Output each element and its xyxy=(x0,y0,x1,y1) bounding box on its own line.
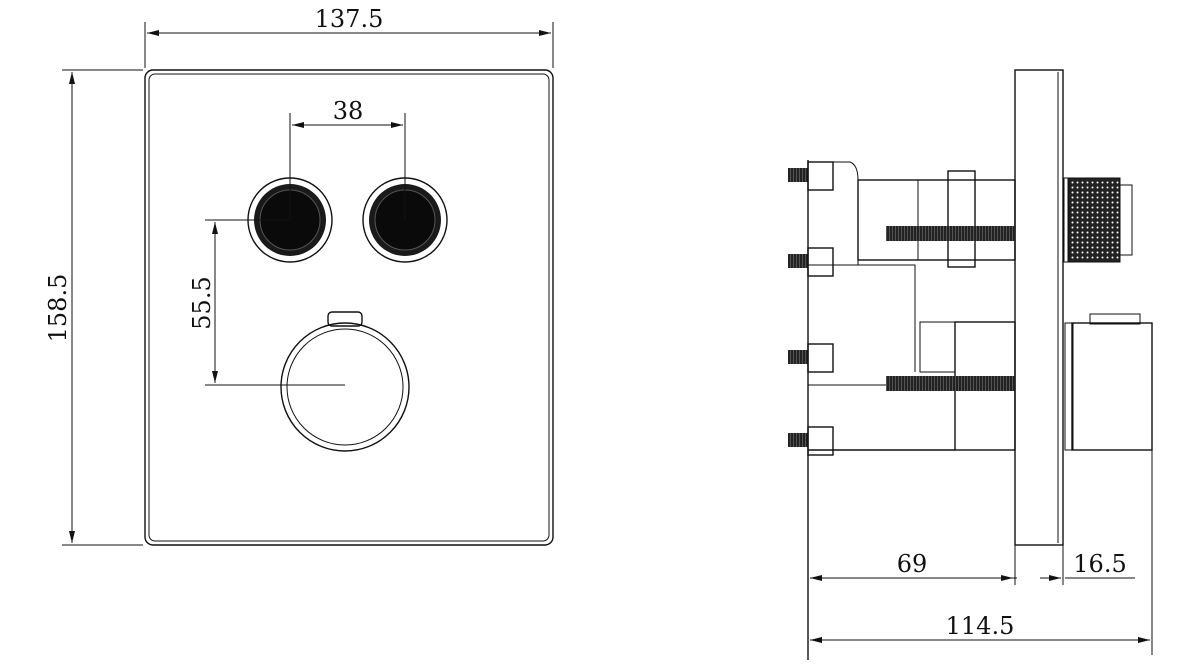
total-depth-dimension: 114.5 xyxy=(946,612,1015,640)
threaded-rod-upper xyxy=(886,226,1015,241)
width-dimension: 137.5 xyxy=(315,5,384,33)
knurled-knob xyxy=(1067,177,1121,263)
height-dimension: 158.5 xyxy=(44,274,72,343)
thermostat-handle-side xyxy=(1071,322,1153,451)
button-to-knob-dimension: 55.5 xyxy=(188,276,216,329)
trim-plate xyxy=(144,69,554,546)
threaded-rod-lower xyxy=(886,376,1015,391)
side-view: 69 16.5 114.5 xyxy=(788,69,1153,660)
mounting-bolts xyxy=(788,161,834,456)
button-spacing-dimension: 38 xyxy=(333,97,364,125)
front-view: 137.5 158.5 38 55.5 xyxy=(44,5,554,546)
side-trim-plate xyxy=(1014,69,1064,546)
body-depth-dimension: 69 xyxy=(897,550,928,578)
trim-depth-dimension: 16.5 xyxy=(1073,550,1126,578)
lock-nut xyxy=(947,170,976,268)
thermostat-knob xyxy=(280,311,410,452)
